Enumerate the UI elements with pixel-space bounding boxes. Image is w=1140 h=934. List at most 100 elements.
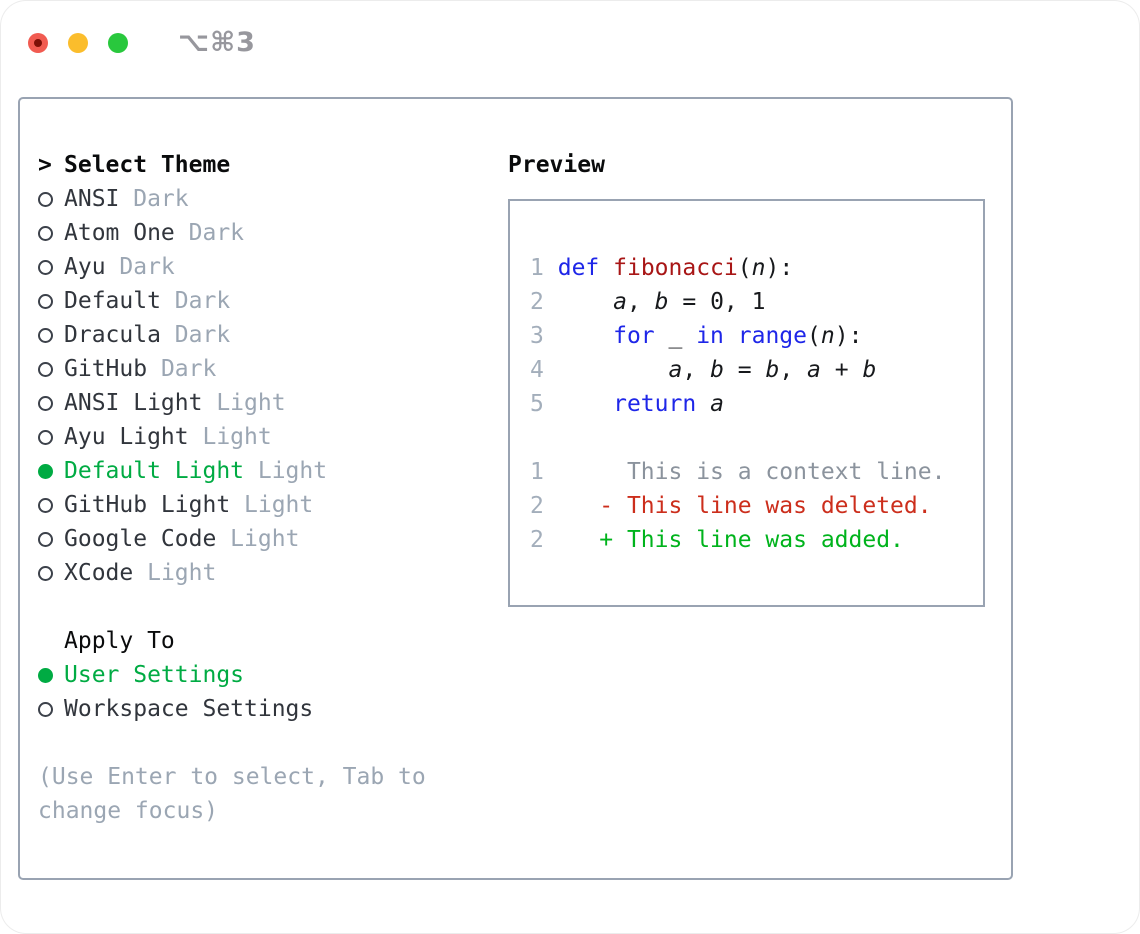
theme-option-label: Ayu Dark	[64, 250, 175, 284]
theme-name: Dracula	[64, 322, 161, 348]
theme-variant: Light	[230, 492, 314, 518]
spacer	[38, 590, 426, 624]
theme-option-github[interactable]: GitHub Dark	[38, 352, 426, 386]
theme-option-label: Default Light Light	[64, 454, 327, 488]
line-number: 2	[530, 527, 544, 553]
theme-name: GitHub	[64, 356, 148, 382]
theme-option-label: GitHub Light Light	[64, 488, 313, 522]
preview-title: Preview	[508, 152, 605, 178]
radio-icon	[38, 701, 53, 717]
radio-icon	[38, 259, 53, 275]
theme-name: Default	[64, 288, 161, 314]
theme-option-ayu-light[interactable]: Ayu Light Light	[38, 420, 426, 454]
theme-variant: Light	[188, 424, 272, 450]
theme-option-ayu[interactable]: Ayu Dark	[38, 250, 426, 284]
zoom-button[interactable]	[108, 32, 128, 53]
theme-name: Atom One	[64, 220, 175, 246]
apply-option-user-settings[interactable]: User Settings	[38, 658, 426, 692]
theme-option-label: Dracula Dark	[64, 318, 230, 352]
theme-name: Google Code	[64, 526, 217, 552]
radio-icon	[38, 531, 53, 547]
theme-name: Default Light	[64, 458, 245, 484]
theme-option-label: Ayu Light Light	[64, 420, 272, 454]
radio-icon	[38, 191, 53, 207]
theme-name: Ayu	[64, 254, 106, 280]
apply-option-label: Workspace Settings	[64, 696, 314, 722]
spacer	[38, 726, 426, 760]
theme-option-label: Google Code Light	[64, 522, 299, 556]
apply-option-label: User Settings	[64, 662, 245, 688]
theme-option-atom-one[interactable]: Atom One Dark	[38, 216, 426, 250]
theme-variant: Dark	[160, 322, 231, 348]
line-number: 5	[530, 391, 544, 417]
close-button[interactable]	[28, 32, 48, 53]
preview-code-line	[530, 421, 969, 455]
radio-icon	[38, 565, 53, 581]
select-theme-title: Select Theme	[64, 152, 231, 178]
radio-icon	[38, 293, 53, 309]
line-number: 4	[530, 357, 544, 383]
preview-box: 1 def fibonacci(n): 2 a, b = 0, 1 3 for _ …	[508, 199, 985, 607]
radio-icon	[38, 497, 53, 513]
theme-option-ansi[interactable]: ANSI Dark	[38, 182, 426, 216]
radio-icon	[38, 395, 53, 411]
help-line: (Use Enter to select, Tab to	[38, 764, 426, 790]
theme-variant: Light	[244, 458, 328, 484]
preview-column: Preview 1 def fibonacci(n): 2 a, b = 0, 1…	[508, 148, 987, 607]
theme-name: ANSI	[64, 186, 120, 212]
preview-code-line: 3 for _ in range(n):	[530, 323, 863, 349]
radio-selected-icon	[38, 667, 53, 683]
theme-option-label: ANSI Dark	[64, 182, 189, 216]
theme-name: Ayu Light	[64, 424, 189, 450]
theme-option-label: ANSI Light Light	[64, 386, 286, 420]
theme-variant: Dark	[105, 254, 175, 280]
radio-icon	[38, 429, 53, 445]
radio-selected-icon	[38, 463, 53, 479]
theme-option-default[interactable]: Default Dark	[38, 284, 426, 318]
preview-code-line: 5 return a	[530, 391, 724, 417]
preview-code-line: 1 This is a context line.	[530, 459, 946, 485]
theme-variant: Light	[133, 560, 217, 586]
help-line: change focus)	[38, 798, 219, 824]
theme-option-xcode[interactable]: XCode Light	[38, 556, 426, 590]
apply-option-workspace-settings[interactable]: Workspace Settings	[38, 692, 426, 726]
theme-variant: Light	[216, 526, 300, 552]
theme-option-github-light[interactable]: GitHub Light Light	[38, 488, 426, 522]
theme-option-ansi-light[interactable]: ANSI Light Light	[38, 386, 426, 420]
theme-option-default-light[interactable]: Default Light Light	[38, 454, 426, 488]
apply-to-header: Apply To	[38, 624, 426, 658]
line-number: 2	[530, 493, 544, 519]
preview-code-line: 1 def fibonacci(n):	[530, 255, 794, 281]
theme-option-label: GitHub Dark	[64, 352, 216, 386]
line-number: 2	[530, 289, 544, 315]
titlebar: ⌥⌘3	[28, 27, 256, 58]
preview-code-line: 2 a, b = 0, 1	[530, 289, 766, 315]
theme-option-label: Atom One Dark	[64, 216, 244, 250]
theme-option-label: Default Dark	[64, 284, 230, 318]
theme-variant: Dark	[119, 186, 189, 212]
radio-icon	[38, 225, 53, 241]
radio-icon	[38, 327, 53, 343]
preview-code-line: 2 + This line was added.	[530, 527, 904, 553]
prompt-icon: >	[38, 152, 52, 178]
minimize-button[interactable]	[68, 32, 88, 53]
theme-name: XCode	[64, 560, 134, 586]
theme-option-dracula[interactable]: Dracula Dark	[38, 318, 426, 352]
line-number: 1	[530, 255, 544, 281]
help-text: (Use Enter to select, Tab to change focu…	[38, 760, 426, 828]
theme-variant: Dark	[160, 288, 231, 314]
window-shortcut-label: ⌥⌘3	[178, 27, 256, 58]
modified-dot-icon	[34, 38, 42, 47]
radio-icon	[38, 361, 53, 377]
theme-variant: Dark	[147, 356, 217, 382]
preview-code-line: 2 - This line was deleted.	[530, 493, 932, 519]
theme-option-google-code[interactable]: Google Code Light	[38, 522, 426, 556]
apply-to-title: Apply To	[64, 628, 175, 654]
theme-variant: Dark	[174, 220, 245, 246]
preview-code-line: 4 a, b = b, a + b	[530, 357, 877, 383]
select-theme-header: > Select Theme	[38, 148, 426, 182]
